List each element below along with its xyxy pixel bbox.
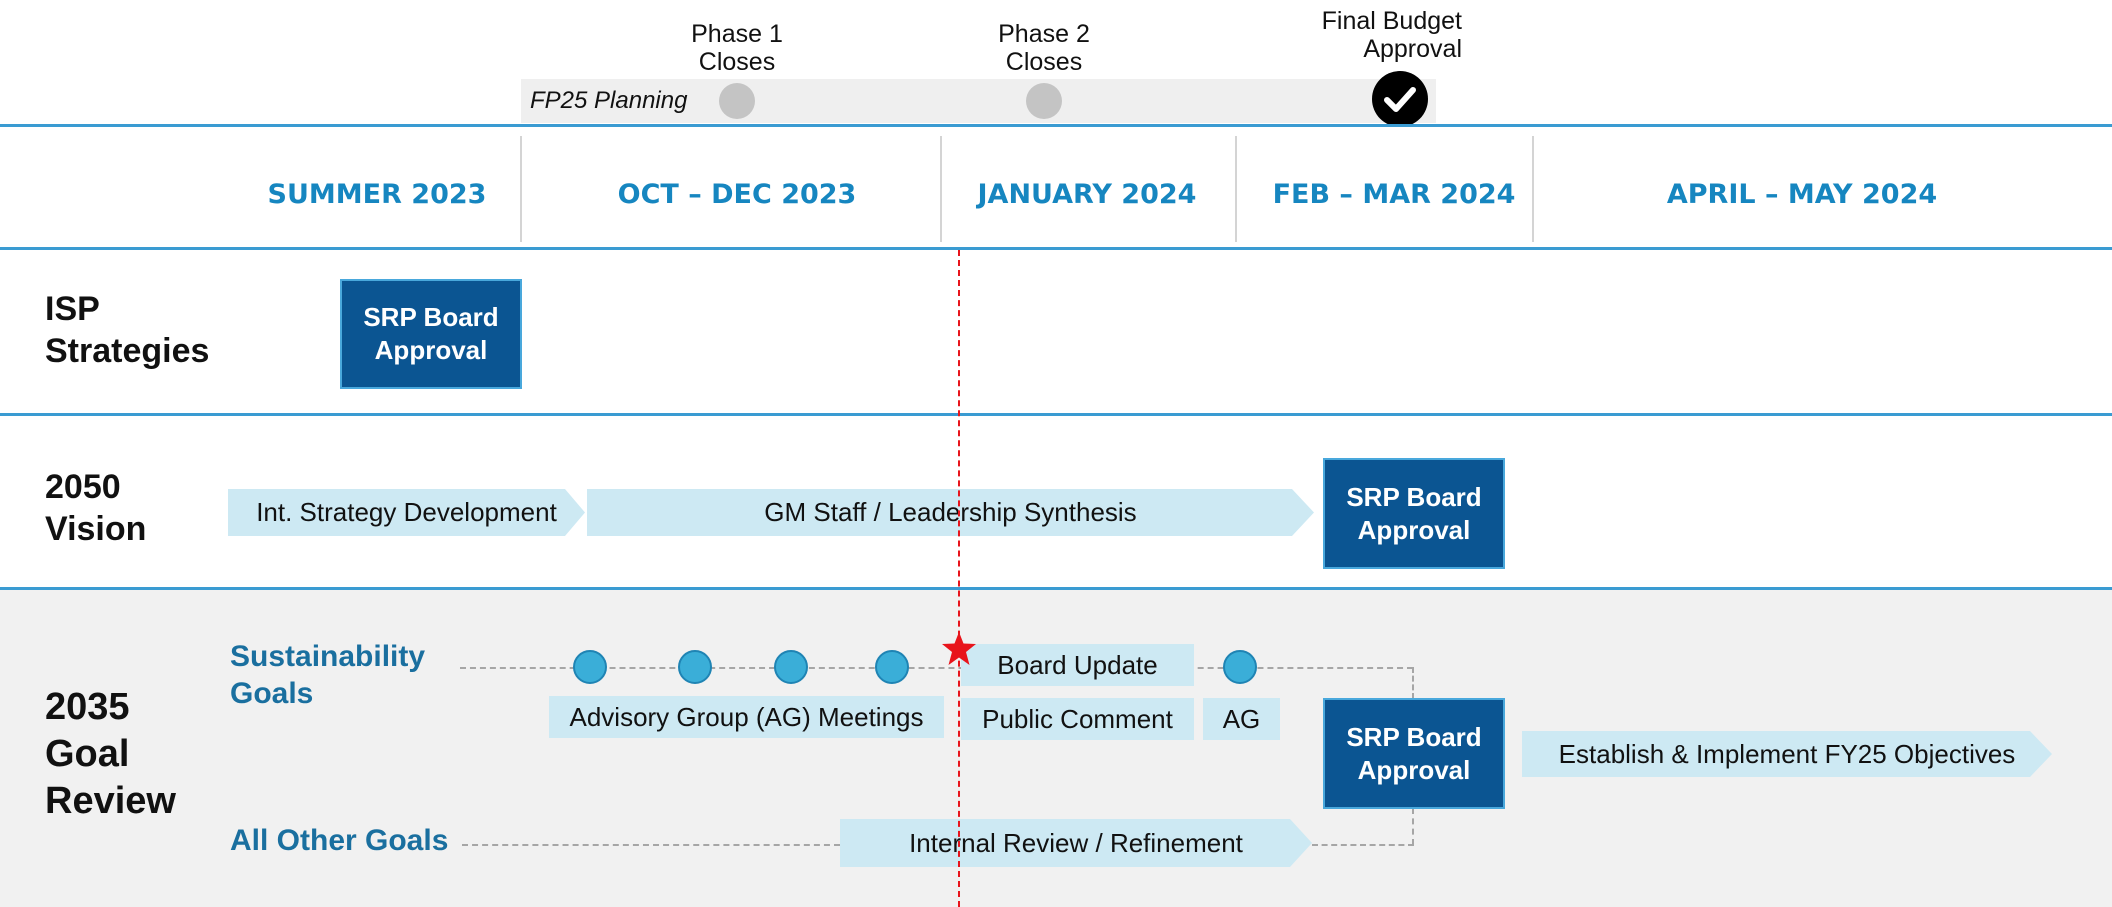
period-summer-2023: SUMMER 2023 — [267, 178, 487, 210]
phase1-milestone-dot — [719, 83, 755, 119]
establish-implement-fy25-objectives-arrow: Establish & Implement FY25 Objectives — [1522, 731, 2052, 777]
period-january-2024: JANUARY 2024 — [977, 178, 1197, 210]
ag-meeting-dot — [774, 650, 808, 684]
isp-srp-board-approval: SRP Board Approval — [340, 279, 522, 389]
sustainability-connector — [1412, 667, 1414, 699]
final-budget-check-icon — [1371, 70, 1429, 128]
sustainability-timeline — [460, 667, 1413, 669]
vision-row-bottom-rule — [0, 587, 2112, 590]
period-divider — [1235, 136, 1237, 242]
ag-meeting-dot — [875, 650, 909, 684]
all-other-goals-label: All Other Goals — [230, 824, 449, 857]
int-strategy-development-arrow: Int. Strategy Development — [228, 489, 585, 536]
internal-review-refinement-arrow: Internal Review / Refinement — [840, 819, 1312, 867]
ag-meeting-dot — [573, 650, 607, 684]
header-top-rule — [0, 124, 2112, 127]
period-divider — [520, 136, 522, 242]
planning-bar-label: FP25 Planning — [530, 87, 688, 114]
final-budget-milestone-label: Final Budget Approval — [1321, 7, 1462, 63]
row-label-2035-goal-review: 2035 Goal Review — [45, 686, 176, 822]
period-april-may-2024: APRIL – MAY 2024 — [1666, 178, 1938, 210]
phase2-milestone-dot — [1026, 83, 1062, 119]
phase2-milestone-label: Phase 2 Closes — [998, 20, 1090, 76]
gm-staff-leadership-synthesis-arrow: GM Staff / Leadership Synthesis — [587, 489, 1314, 536]
row-label-2050-vision: 2050 Vision — [45, 468, 147, 548]
public-comment-box: Public Comment — [961, 698, 1194, 740]
sustainability-goals-label: Sustainability Goals — [230, 640, 426, 710]
goal-review-srp-board-approval: SRP Board Approval — [1323, 698, 1505, 809]
planning-bar — [521, 79, 1436, 123]
board-update-box: Board Update — [961, 644, 1194, 686]
vision-srp-board-approval: SRP Board Approval — [1323, 458, 1505, 569]
period-oct-dec-2023: OCT – DEC 2023 — [617, 178, 857, 210]
period-divider — [1532, 136, 1534, 242]
ag-meeting-dot — [678, 650, 712, 684]
ag-box: AG — [1203, 698, 1280, 740]
other-goals-connector-line — [1312, 844, 1414, 846]
ag-meeting-dot — [1223, 650, 1257, 684]
phase1-milestone-label: Phase 1 Closes — [691, 20, 783, 76]
period-feb-mar-2024: FEB – MAR 2024 — [1272, 178, 1516, 210]
period-divider — [940, 136, 942, 242]
today-marker-line — [958, 250, 960, 907]
other-goals-timeline — [462, 844, 840, 846]
advisory-group-meetings-box: Advisory Group (AG) Meetings — [549, 696, 944, 738]
header-bottom-rule — [0, 247, 2112, 250]
today-star-icon — [941, 631, 977, 667]
other-goals-connector — [1412, 808, 1414, 845]
isp-row-bottom-rule — [0, 413, 2112, 416]
row-label-isp-strategies: ISP Strategies — [45, 290, 210, 370]
